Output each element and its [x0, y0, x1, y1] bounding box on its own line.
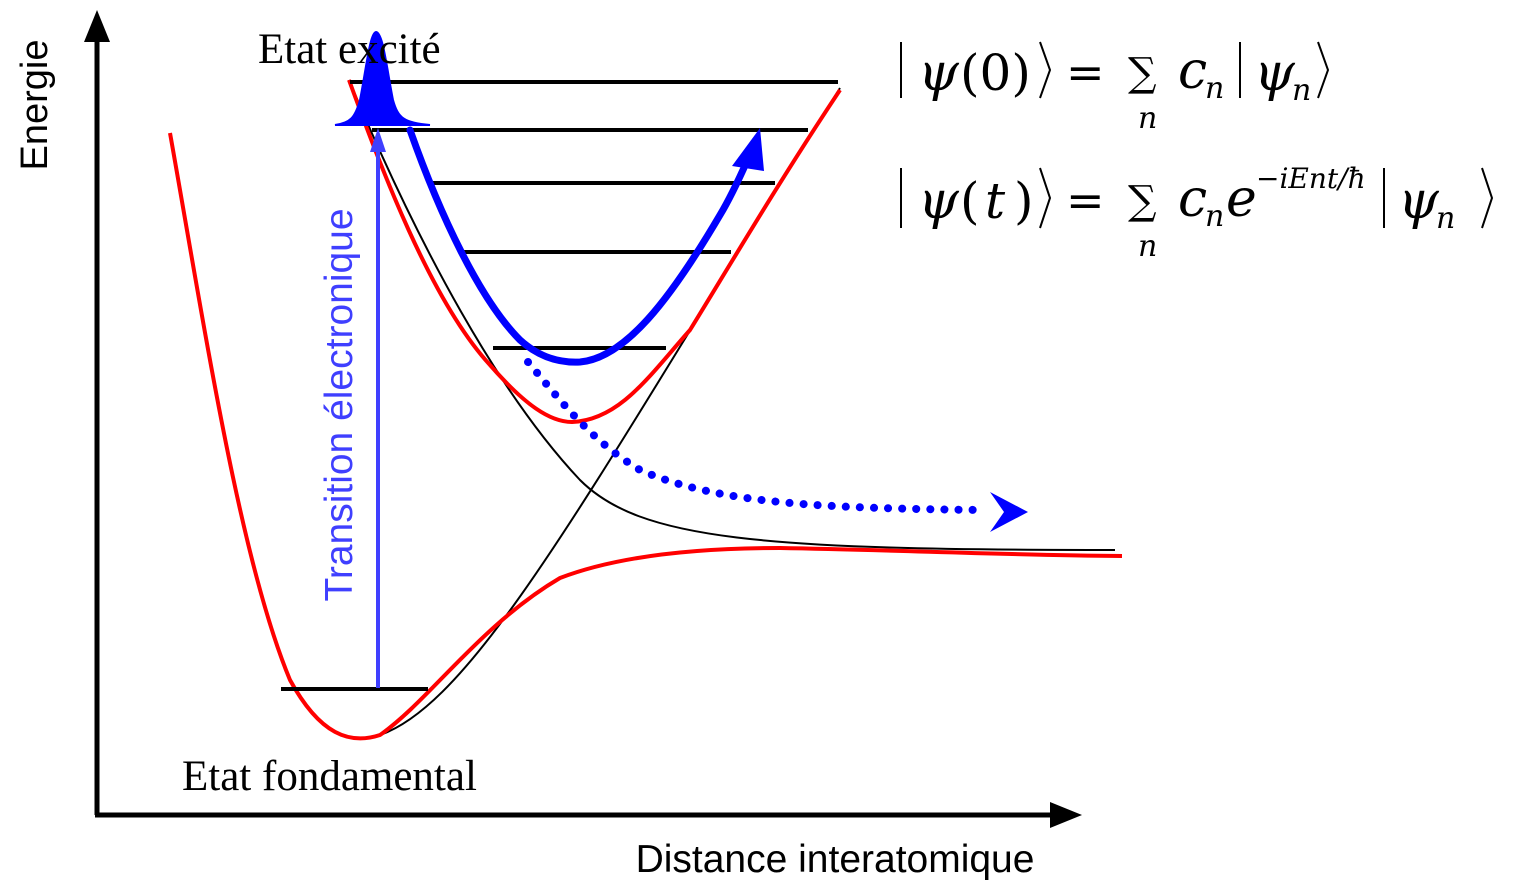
x-axis-label: Distance interatomique: [636, 838, 1035, 881]
ket-angle: [1481, 167, 1494, 229]
electronic-transition-arrowhead: [370, 128, 386, 152]
excited-state-label: Etat excité: [258, 26, 441, 73]
eq2-equals: =: [1066, 173, 1105, 227]
eq2-ket-psi: ψ: [1398, 171, 1440, 231]
eq1-sum-index: n: [1138, 101, 1157, 136]
eq1-ket-psi: ψ: [1254, 43, 1296, 103]
ket-angle: [1039, 41, 1052, 99]
eq2-sum: ∑: [1128, 178, 1157, 224]
eq2-arg-close: ): [1014, 172, 1034, 230]
eq2-psi: ψ: [918, 171, 960, 231]
eq2-arg-var: t: [985, 172, 1006, 230]
adiabatic-excited-curve: [347, 79, 842, 425]
ket-angle: [1317, 41, 1330, 99]
transition-label: Transition électronique: [318, 208, 361, 601]
eq1-ket-sub: n: [1292, 73, 1311, 108]
wavepacket-gaussian: [334, 30, 431, 126]
y-axis-label: Energie: [14, 40, 56, 171]
eq2-exp-power: −iEnt/ħ: [1256, 162, 1366, 195]
wavepacket-trajectory-arrowhead: [732, 128, 764, 171]
equation-time-evolution: ψ ( t ) = ∑ n c n e −iEnt/ħ ψ n: [900, 162, 1494, 264]
ground-state-label: Etat fondamental: [182, 753, 477, 800]
adiabatic-ground-curve: [168, 132, 1123, 741]
eq1-coef-sub: n: [1205, 71, 1224, 106]
dissociation-path: [524, 358, 984, 514]
equation-initial-state: ψ (0) = ∑ n c n ψ n: [900, 41, 1330, 136]
eq2-coef-sub: n: [1205, 199, 1224, 234]
eq1-psi: ψ: [918, 43, 960, 103]
eq1-coef: c: [1178, 41, 1207, 101]
eq2-ket-sub: n: [1436, 201, 1455, 236]
x-axis-arrowhead: [1050, 802, 1082, 828]
eq1-equals: =: [1066, 45, 1105, 99]
eq2-arg-open: (: [960, 172, 980, 230]
eq2-coef: c: [1178, 169, 1207, 229]
eq2-exp-base: e: [1226, 169, 1257, 229]
eq1-arg: (0): [960, 44, 1031, 102]
diabatic-excited-curve: [348, 79, 1116, 551]
eq2-sum-index: n: [1138, 229, 1157, 264]
wavepacket-trajectory: [406, 126, 756, 366]
eq1-sum: ∑: [1128, 50, 1157, 96]
y-axis-arrowhead: [84, 10, 110, 42]
dissociation-path-arrowhead: [990, 492, 1028, 532]
ket-angle: [1039, 167, 1052, 229]
